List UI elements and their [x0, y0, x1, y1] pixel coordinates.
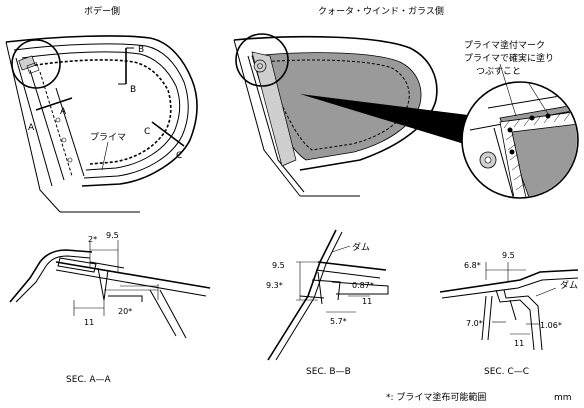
- cut-label-c1: C: [144, 127, 150, 137]
- magnified-detail: [461, 63, 579, 199]
- sec-bb-dim-0-87: 0.87*: [352, 281, 374, 290]
- cut-label-a2: A: [60, 107, 67, 117]
- sec-bb-dim-11: 11: [362, 297, 372, 306]
- sec-cc-dim-1-06: 1.06*: [540, 321, 562, 330]
- sec-cc-dim-11: 11: [514, 339, 524, 348]
- cut-label-c2: C: [176, 151, 182, 161]
- glass-side-title: クォータ・ウインド・ガラス側: [318, 5, 444, 17]
- sec-aa-dim-2: 2*: [88, 235, 97, 244]
- magnify-pointer: [300, 94, 484, 150]
- sec-bb-dim-9-5: 9.5: [272, 261, 285, 270]
- section-c-c: [439, 262, 579, 351]
- callout-line-1: プライマ塗付マーク: [464, 39, 545, 51]
- sec-cc-dim-7-0: 7.0*: [466, 319, 483, 328]
- footnote: *: プライマ塗布可能範囲: [386, 391, 486, 403]
- primer-leader: [101, 141, 109, 171]
- body-side-title: ボデー側: [84, 5, 120, 17]
- unit-label: mm: [554, 393, 572, 403]
- sec-cc-label: SEC. C—C: [484, 367, 529, 377]
- sec-aa-dim-20: 20*: [118, 307, 132, 316]
- sec-bb-label: SEC. B—B: [306, 367, 351, 377]
- sec-cc-dam-label: ダム: [560, 279, 578, 291]
- sec-cc-dim-9-5: 9.5: [502, 251, 515, 260]
- primer-label: プライマ: [90, 132, 126, 143]
- sec-aa-label: SEC. A—A: [66, 375, 112, 385]
- sec-bb-dam-label: ダム: [352, 241, 370, 253]
- section-b-b: [267, 229, 389, 361]
- sec-aa-dim-9-5: 9.5: [106, 231, 119, 240]
- cut-label-a1: A: [28, 123, 35, 133]
- cut-label-b1: B: [138, 45, 144, 55]
- sec-aa-dim-11: 11: [84, 318, 94, 327]
- detail-circle-body: [11, 39, 61, 89]
- body-side-drawing: [5, 35, 198, 213]
- detail-circle-glass: [235, 33, 289, 87]
- callout-line-2: プライマで確実に塗り: [464, 52, 554, 64]
- cut-label-b2: B: [130, 85, 136, 95]
- glass-side-drawing: [233, 33, 438, 197]
- section-a-a: [9, 240, 211, 339]
- sec-bb-dim-5-7: 5.7*: [330, 317, 347, 326]
- sec-cc-dim-6-8: 6.8*: [464, 261, 481, 270]
- callout-line-3: つぶすこと: [476, 66, 521, 77]
- sec-bb-dim-9-3: 9.3*: [266, 281, 283, 290]
